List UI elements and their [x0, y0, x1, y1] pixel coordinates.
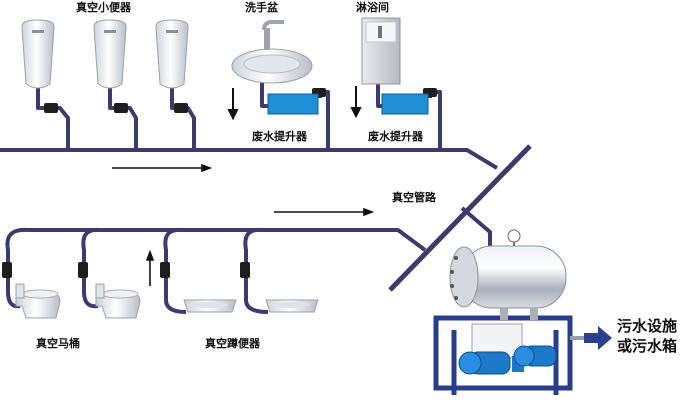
top-main-pipe: [0, 148, 499, 170]
toilet-label: 真空马桶: [36, 337, 80, 350]
vacuum-station-icon: [433, 229, 573, 395]
shower-branch: [376, 82, 382, 108]
toilet-icon: [15, 283, 61, 319]
squat-toilet-icon: [183, 299, 237, 313]
urinal-label: 真空小便器: [76, 1, 131, 14]
pipeline-label: 真空管路: [392, 191, 436, 204]
wash-basin-icon: [231, 20, 313, 84]
urinal-branch-3: [170, 88, 196, 150]
flow-arrow-icon: [112, 163, 375, 286]
urinal-icon: [21, 19, 55, 89]
shower-lifter-out: [428, 90, 442, 150]
tank-feed-pipe: [460, 206, 492, 248]
lifter-label-1: 废水提升器: [252, 130, 307, 143]
trunk-pipe: [388, 144, 532, 292]
shower-cabin-icon: [361, 17, 401, 85]
outlet-label: 污水设施 或污水箱: [617, 316, 677, 357]
valve: [160, 262, 170, 278]
lifter-label-2: 废水提升器: [368, 130, 423, 143]
valve: [240, 262, 250, 278]
outlet-label-line-1: 污水设施: [617, 317, 678, 335]
valve: [44, 103, 58, 113]
shower-label: 淋浴间: [356, 1, 389, 14]
lifter-box-icon: [381, 93, 429, 115]
urinal-icon: [93, 19, 127, 89]
valve: [2, 262, 12, 278]
gauge-icon: [507, 229, 521, 246]
urinal-icon: [155, 19, 189, 89]
toilet-icon: [95, 283, 141, 319]
lifter-box-icon: [267, 93, 319, 115]
valve: [78, 262, 88, 278]
squat-toilet-icon: [265, 299, 319, 313]
valve: [174, 103, 188, 113]
urinal-branch-2: [108, 88, 138, 150]
squat-label: 真空蹲便器: [205, 337, 260, 350]
basin-label: 洗手盆: [245, 1, 278, 14]
basin-lifter-out: [318, 90, 330, 150]
basin-branch: [260, 82, 268, 108]
pump-icon: [513, 345, 557, 367]
valve: [114, 103, 128, 113]
outlet-arrow-icon: [584, 326, 612, 350]
bottom-main-pipe: [28, 228, 427, 252]
urinal-branch-1: [36, 88, 70, 150]
outlet-label-line-2: 或污水箱: [617, 337, 678, 356]
down-arrow-icon: [227, 86, 362, 121]
